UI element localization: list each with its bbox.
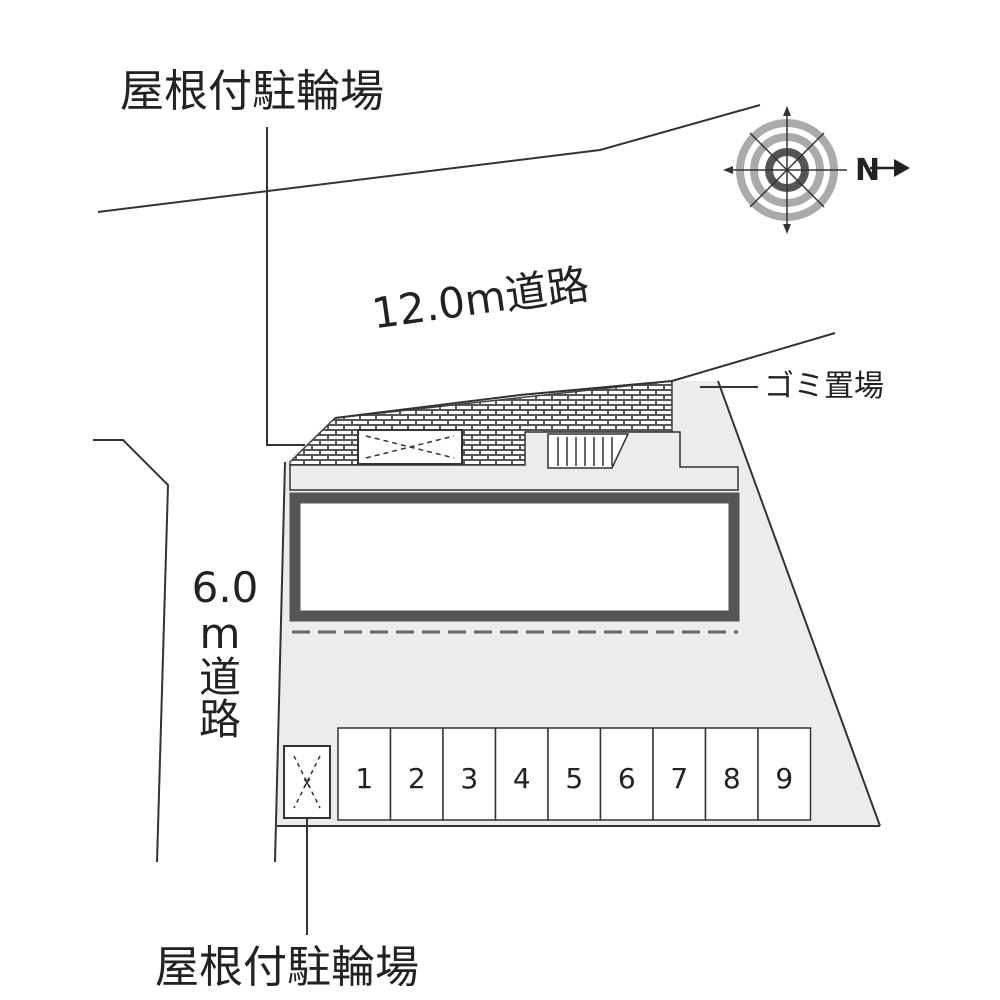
compass-rose-icon bbox=[723, 106, 910, 234]
parking-space bbox=[547, 727, 602, 821]
side-road-east-edge bbox=[274, 461, 286, 863]
bicycle-parking-bottom-label: 屋根付駐輪場 bbox=[155, 942, 419, 993]
parking-space bbox=[442, 727, 497, 821]
parking-space bbox=[599, 727, 654, 821]
leader-line-bicycle-top bbox=[266, 127, 305, 446]
lot-right-edge bbox=[717, 380, 881, 827]
side-road-label-part-2: m bbox=[200, 609, 241, 658]
building bbox=[289, 492, 740, 622]
parking-space bbox=[652, 727, 707, 821]
parking-space-number: 7 bbox=[670, 762, 688, 795]
garbage-area-hatch bbox=[557, 437, 613, 466]
parking-space-number: 5 bbox=[565, 762, 583, 795]
parking-space-number: 3 bbox=[460, 762, 478, 795]
garbage-area-label: ゴミ置場 bbox=[764, 369, 884, 404]
parking-space bbox=[757, 727, 812, 821]
parking-space bbox=[494, 727, 549, 821]
bicycle-parking-top-label: 屋根付駐輪場 bbox=[120, 66, 384, 117]
parking-spaces: 1 2 3 4 5 6 7 8 9 bbox=[337, 727, 812, 821]
parking-space bbox=[389, 727, 444, 821]
parking-space-number: 6 bbox=[618, 762, 636, 795]
main-road-label: 12.0m道路 bbox=[369, 259, 592, 338]
main-road-north-edge bbox=[97, 104, 761, 213]
bicycle-x-mark: x bbox=[303, 775, 311, 791]
parking-space-number: 8 bbox=[723, 762, 741, 795]
parking-space-number: 2 bbox=[408, 762, 426, 795]
parking-space-number: 4 bbox=[513, 762, 531, 795]
side-road-label-part-1: 6.0 bbox=[192, 563, 259, 612]
parking-space bbox=[337, 727, 392, 821]
bicycle-parking-bottom-marker bbox=[293, 755, 321, 809]
bicycle-parking-x-icon bbox=[365, 435, 455, 459]
main-road-south-edge bbox=[334, 332, 836, 419]
side-road-west-edge bbox=[93, 439, 170, 863]
entry-step bbox=[289, 431, 739, 491]
side-road-label-part-3: 道 bbox=[199, 653, 241, 702]
bicycle-parking-bottom-area bbox=[283, 745, 331, 819]
parking-space-number: 9 bbox=[775, 762, 793, 795]
side-road-label-part-4: 路 bbox=[199, 695, 241, 744]
compass-north-letter: N bbox=[855, 153, 880, 188]
parking-space-number: 1 bbox=[355, 762, 373, 795]
garbage-area-box bbox=[547, 433, 630, 469]
